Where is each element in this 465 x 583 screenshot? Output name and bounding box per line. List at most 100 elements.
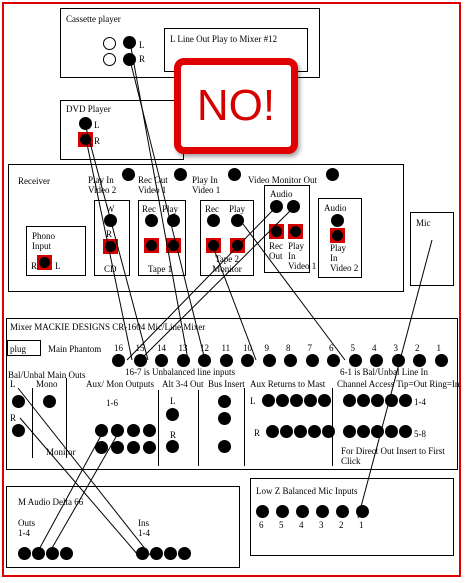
channel-jack-4[interactable]: [370, 354, 383, 367]
maudio-in-jack[interactable]: [136, 547, 149, 560]
maudio-in-jack[interactable]: [178, 547, 191, 560]
channel-jack-13[interactable]: [176, 354, 190, 367]
channel-jack-10[interactable]: [241, 354, 254, 367]
lowz-jack-6[interactable]: [256, 505, 269, 518]
channel-access-jack-14[interactable]: [385, 394, 398, 407]
cassette-label-l: L: [139, 40, 145, 50]
aux-return-jack-r[interactable]: [294, 425, 307, 438]
phono-jack-r[interactable]: [37, 255, 52, 270]
channel-jack-2[interactable]: [413, 354, 426, 367]
channel-jack-6[interactable]: [327, 354, 340, 367]
mono-jack[interactable]: [43, 395, 56, 408]
bus-insert-jack-2[interactable]: [218, 412, 231, 425]
lowz-jack-3[interactable]: [316, 505, 329, 518]
receiver-jack-b[interactable]: [174, 168, 187, 181]
aux-mon-jack[interactable]: [111, 424, 124, 437]
lowz-jack-1[interactable]: [356, 505, 369, 518]
maudio-in-jack[interactable]: [150, 547, 163, 560]
aux-return-jack-r[interactable]: [308, 425, 321, 438]
aux-mon-jack[interactable]: [95, 424, 108, 437]
maudio-out-jack[interactable]: [46, 547, 59, 560]
channel-access-jack-14[interactable]: [371, 394, 384, 407]
channel-access-jack-14[interactable]: [399, 394, 412, 407]
aux-mon-jack[interactable]: [111, 441, 124, 454]
dvd-jack-l[interactable]: [79, 117, 92, 130]
aux-return-jack-r[interactable]: [266, 425, 279, 438]
aux-return-jack-l[interactable]: [304, 394, 317, 407]
receiver-jack-d[interactable]: [326, 168, 339, 181]
lowz-jack-5[interactable]: [276, 505, 289, 518]
audio-v2-jack-top[interactable]: [331, 214, 344, 227]
audio-v1-jack-top-right[interactable]: [287, 200, 300, 213]
aux-mon-jack[interactable]: [127, 441, 140, 454]
audio-v2-jack-play[interactable]: [330, 228, 345, 243]
audio-v1-jack-rec[interactable]: [269, 224, 284, 239]
maudio-in-jack[interactable]: [164, 547, 177, 560]
tape2-jack-rec-top[interactable]: [207, 214, 220, 227]
aux-return-jack-l[interactable]: [290, 394, 303, 407]
aux-return-jack-r[interactable]: [280, 425, 293, 438]
maudio-out-jack[interactable]: [32, 547, 45, 560]
channel-jack-15[interactable]: [133, 354, 147, 367]
alt-jack-r[interactable]: [166, 440, 179, 453]
bus-insert-jack-1[interactable]: [218, 395, 231, 408]
maudio-out-jack[interactable]: [18, 547, 31, 560]
tape2-jack-play-top[interactable]: [231, 214, 244, 227]
cassette-jack-r[interactable]: [123, 53, 136, 66]
cd-label: CD: [104, 264, 117, 274]
lowz-jack-4[interactable]: [296, 505, 309, 518]
phono-l-label: L: [55, 261, 61, 271]
main-out-jack-r[interactable]: [12, 424, 25, 437]
channel-jack-7[interactable]: [305, 354, 319, 367]
channel-jack-5[interactable]: [348, 354, 362, 367]
cd-jack-w[interactable]: [104, 214, 117, 227]
cassette-jack-white-bottom[interactable]: [103, 53, 116, 66]
channel-jack-16[interactable]: [112, 354, 125, 367]
channel-access-jack-58[interactable]: [357, 425, 370, 438]
channel-access-jack-14[interactable]: [357, 394, 370, 407]
aux-mon-jack[interactable]: [127, 424, 140, 437]
channel-jack-12[interactable]: [198, 354, 211, 367]
aux-return-jack-r[interactable]: [322, 425, 335, 438]
channel-jack-8[interactable]: [284, 354, 297, 367]
channel-number-7: 7: [307, 343, 313, 353]
maudio-out-jack[interactable]: [60, 547, 73, 560]
channel-jack-9[interactable]: [262, 354, 276, 367]
cassette-jack-white-top[interactable]: [103, 37, 116, 50]
channel-access-jack-58[interactable]: [371, 425, 384, 438]
tape1-jack-rec-top[interactable]: [145, 214, 158, 227]
cassette-jack-l[interactable]: [123, 36, 136, 49]
channel-jack-3[interactable]: [391, 354, 405, 367]
channel-access-jack-58[interactable]: [385, 425, 398, 438]
channel-jack-14[interactable]: [155, 354, 168, 367]
aux-returns-r-label: R: [254, 428, 261, 438]
audio-v1-jack-play[interactable]: [288, 224, 303, 239]
bus-insert-jack-3[interactable]: [218, 440, 231, 453]
tape1-jack-play-top[interactable]: [167, 214, 180, 227]
aux-mon-jack[interactable]: [143, 424, 156, 437]
tape1-jack-play-bottom[interactable]: [166, 238, 181, 253]
main-out-jack-l[interactable]: [12, 395, 25, 408]
channel-number-12: 12: [200, 343, 209, 353]
tape2-jack-play-bottom[interactable]: [230, 238, 245, 253]
aux-return-jack-l[interactable]: [318, 394, 331, 407]
channel-jack-1[interactable]: [434, 354, 448, 367]
aux-return-jack-l[interactable]: [276, 394, 289, 407]
tape1-jack-rec-bottom[interactable]: [144, 238, 159, 253]
main-out-l-label: L: [10, 379, 16, 389]
channel-jack-11[interactable]: [219, 354, 233, 367]
aux-mon-jack[interactable]: [143, 441, 156, 454]
aux-mon-jack[interactable]: [95, 441, 108, 454]
alt-jack-l[interactable]: [166, 408, 179, 421]
channel-access-jack-14[interactable]: [343, 394, 356, 407]
receiver-jack-c[interactable]: [228, 168, 241, 181]
channel-access-jack-58[interactable]: [399, 425, 412, 438]
tape2-jack-rec-bottom[interactable]: [206, 238, 221, 253]
cd-jack-r[interactable]: [103, 239, 118, 254]
audio-v1-jack-top-left[interactable]: [270, 200, 283, 213]
aux-return-jack-l[interactable]: [262, 394, 275, 407]
dvd-jack-r[interactable]: [78, 132, 93, 147]
lowz-jack-2[interactable]: [336, 505, 349, 518]
channel-access-jack-58[interactable]: [343, 425, 356, 438]
receiver-jack-a[interactable]: [122, 168, 135, 181]
